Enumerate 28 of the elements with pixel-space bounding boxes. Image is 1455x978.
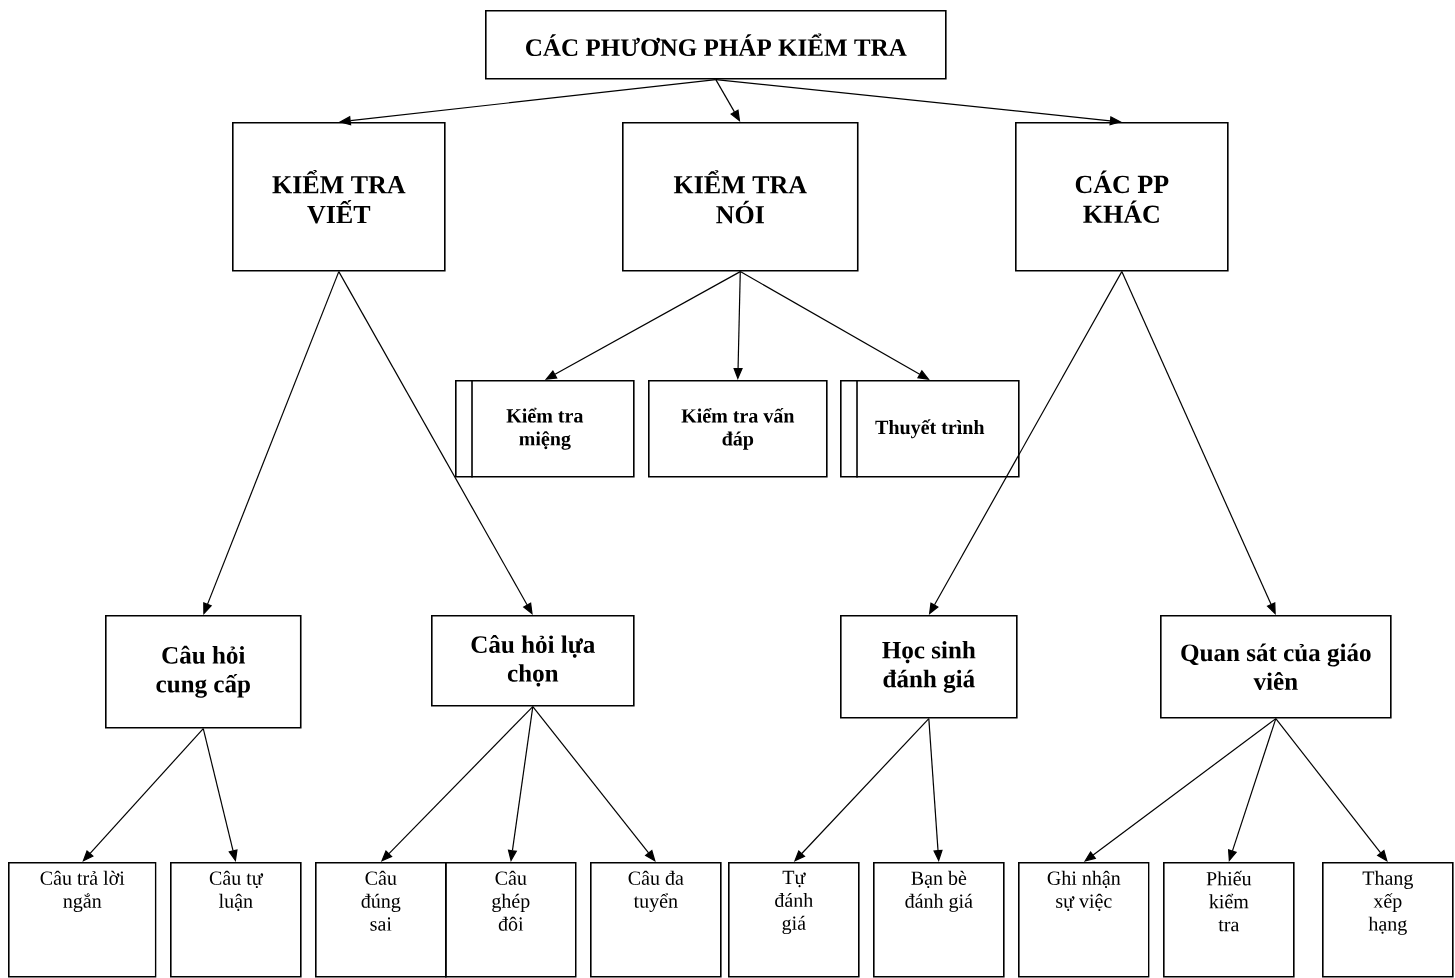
item-box: Tự đánh giá	[728, 862, 860, 978]
process-box: Kiểm tra miệng	[455, 379, 635, 479]
method-box: Học sinh đánh giá	[840, 615, 1018, 719]
arrow	[532, 706, 656, 862]
arrow	[1121, 271, 1276, 615]
item-box: Câu ghép đôi	[445, 862, 577, 978]
category-box: KIỂM TRA NÓI	[622, 122, 859, 272]
item-box: Ghi nhận sự việc	[1018, 862, 1150, 978]
item-box: Bạn bè đánh giá	[873, 862, 1005, 978]
item-box: Phiếu kiểm tra	[1163, 862, 1295, 978]
arrow	[203, 271, 340, 615]
arrow	[715, 79, 741, 122]
category-box: CÁC PP KHÁC	[1015, 122, 1229, 272]
title-box: CÁC PHƯƠNG PHÁP KIỂM TRA	[485, 10, 947, 80]
method-box: Quan sát của giáo viên	[1160, 615, 1392, 719]
arrow	[338, 271, 533, 615]
category-box: KIỂM TRA VIẾT	[232, 122, 446, 272]
method-box: Câu hỏi lựa chọn	[431, 615, 635, 707]
arrow	[1275, 718, 1388, 862]
item-box: Câu đa tuyển	[590, 862, 722, 978]
item-box: Câu đúng sai	[315, 862, 447, 978]
item-box: Câu tự luận	[170, 862, 302, 978]
method-box: Câu hỏi cung cấp	[105, 615, 302, 729]
arrow	[82, 728, 204, 862]
item-box: Thang xếp hạng	[1322, 862, 1454, 978]
item-box: Câu trả lời ngắn	[8, 862, 157, 978]
process-box: Thuyết trình	[840, 379, 1020, 479]
process-box: Kiểm tra vấn đáp	[648, 380, 828, 478]
